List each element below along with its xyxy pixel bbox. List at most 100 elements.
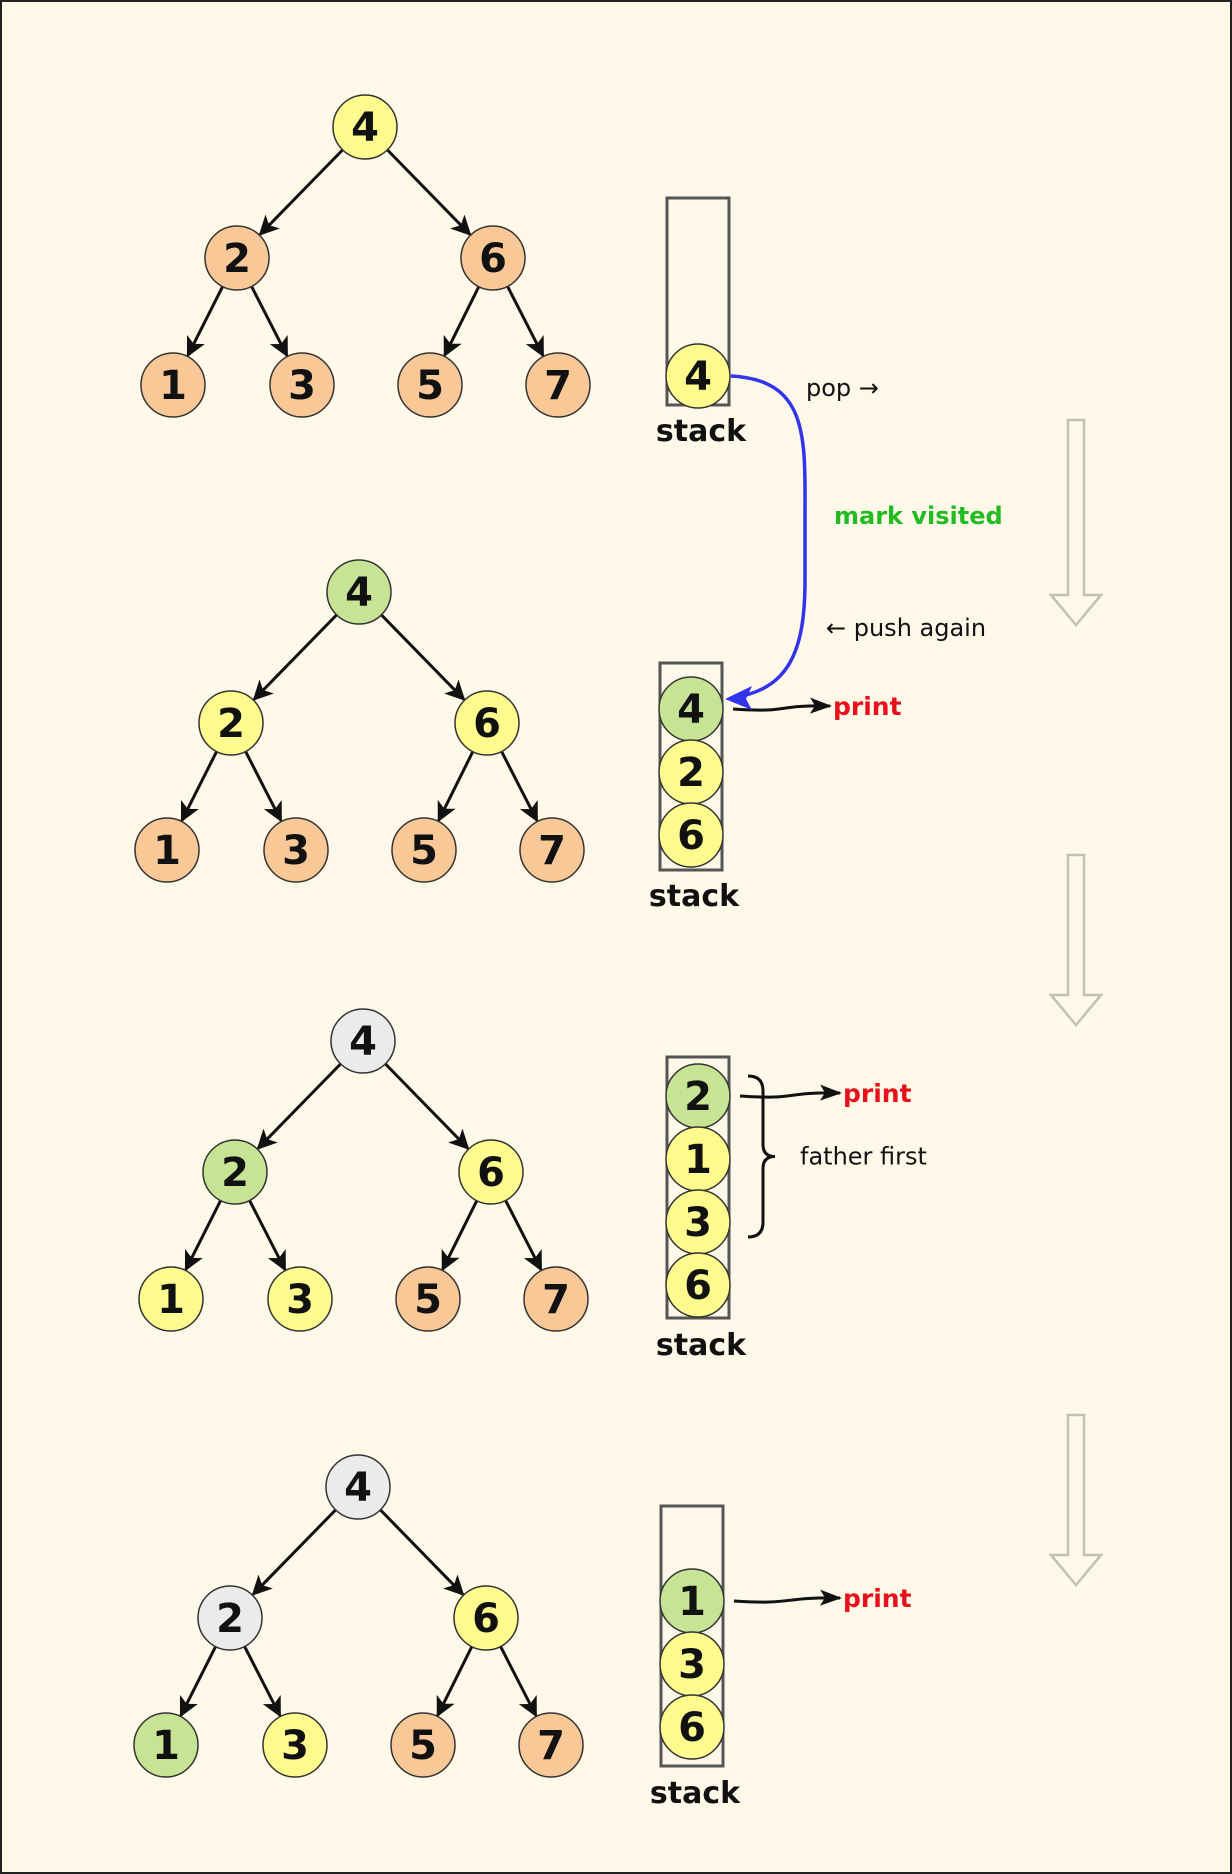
tree-node-5: 5 xyxy=(395,1266,461,1332)
node-label: 3 xyxy=(282,828,310,874)
node-circle xyxy=(204,225,270,291)
node-label: 6 xyxy=(479,236,507,282)
stack-item-circle xyxy=(658,802,724,868)
node-label: 4 xyxy=(351,105,379,151)
stack-item-label: 6 xyxy=(678,1705,706,1751)
node-label: 3 xyxy=(288,363,316,409)
node-circle xyxy=(197,1585,263,1651)
tree-node-4: 4 xyxy=(332,94,398,160)
node-circle xyxy=(267,1266,333,1332)
tree-edge-2-1 xyxy=(186,285,224,358)
father-first-label: father first xyxy=(800,1143,927,1171)
tree-edge-6-5 xyxy=(436,1646,474,1718)
tree-edge-4-6 xyxy=(380,613,466,701)
tree-edge-6-5 xyxy=(443,286,481,358)
node-label: 1 xyxy=(153,828,181,874)
tree-edge-6-7 xyxy=(499,1645,538,1718)
pop-push-again-arrow xyxy=(730,374,807,700)
tree-edge-2-3 xyxy=(244,750,283,823)
tree-edge-4-2 xyxy=(256,1062,342,1150)
next-step-arrow-icon xyxy=(1048,418,1104,627)
stack-caption: stack xyxy=(656,1328,747,1363)
node-circle xyxy=(519,817,585,883)
tree-node-1: 1 xyxy=(134,817,200,883)
tree-node-7: 7 xyxy=(519,817,585,883)
stack-item: 6 xyxy=(659,1694,725,1760)
print-label: print xyxy=(843,1079,912,1108)
tree-node-7: 7 xyxy=(518,1712,584,1778)
stack-caption: stack xyxy=(656,414,747,449)
stack-caption: stack xyxy=(650,1776,741,1811)
node-label: 6 xyxy=(477,1150,505,1196)
node-circle xyxy=(525,352,591,418)
node-circle xyxy=(458,1139,524,1205)
tree-edge-2-3 xyxy=(243,1645,282,1718)
stack-item-label: 3 xyxy=(684,1200,712,1246)
stack-item-label: 1 xyxy=(678,1579,706,1625)
node-circle xyxy=(395,1266,461,1332)
node-circle xyxy=(202,1139,268,1205)
node-circle xyxy=(263,817,329,883)
stack-item-label: 3 xyxy=(678,1642,706,1688)
stack-item-label: 1 xyxy=(684,1137,712,1183)
tree-node-6: 6 xyxy=(460,225,526,291)
print-arrow xyxy=(733,1589,842,1606)
node-circle xyxy=(332,94,398,160)
stack-item: 3 xyxy=(665,1189,731,1255)
tree-edge-6-7 xyxy=(504,1199,543,1272)
node-label: 2 xyxy=(221,1150,249,1196)
tree-node-2: 2 xyxy=(202,1139,268,1205)
blue-arrowhead xyxy=(725,686,752,710)
stack-item: 6 xyxy=(658,802,724,868)
stack-item: 2 xyxy=(665,1063,731,1129)
tree-node-6: 6 xyxy=(458,1139,524,1205)
tree-node-1: 1 xyxy=(133,1712,199,1778)
node-label: 5 xyxy=(409,1723,437,1769)
stack-item-label: 4 xyxy=(684,354,712,400)
tree-edge-4-6 xyxy=(386,148,472,236)
node-label: 3 xyxy=(286,1277,314,1323)
stack: 4 stack xyxy=(656,196,747,449)
node-label: 7 xyxy=(542,1277,570,1323)
print-label: print xyxy=(833,692,902,721)
tree-node-3: 3 xyxy=(262,1712,328,1778)
node-label: 6 xyxy=(472,1596,500,1642)
stack-item-circle xyxy=(659,1694,725,1760)
stack-item-label: 2 xyxy=(677,750,705,796)
node-circle xyxy=(269,352,335,418)
stack-item: 4 xyxy=(658,676,724,742)
next-step-arrow-icon xyxy=(1048,853,1104,1027)
tree-node-2: 2 xyxy=(198,690,264,756)
node-label: 2 xyxy=(223,236,251,282)
tree-node-2: 2 xyxy=(204,225,270,291)
stack-item-circle xyxy=(665,343,731,409)
tree-edge-2-1 xyxy=(179,1645,217,1718)
node-circle xyxy=(454,690,520,756)
tree-node-7: 7 xyxy=(523,1266,589,1332)
node-circle xyxy=(134,817,200,883)
tree-edge-4-2 xyxy=(251,1508,337,1596)
tree-node-7: 7 xyxy=(525,352,591,418)
tree-node-5: 5 xyxy=(397,352,463,418)
node-circle xyxy=(198,690,264,756)
node-circle xyxy=(523,1266,589,1332)
node-label: 4 xyxy=(345,570,373,616)
node-circle xyxy=(518,1712,584,1778)
tree-edge-4-2 xyxy=(258,148,344,236)
node-circle xyxy=(133,1712,199,1778)
node-label: 3 xyxy=(281,1723,309,1769)
print-label: print xyxy=(843,1584,912,1613)
node-circle xyxy=(397,352,463,418)
node-label: 5 xyxy=(410,828,438,874)
tree-edge-6-5 xyxy=(437,751,475,823)
tree-edge-6-5 xyxy=(441,1200,479,1272)
stack-item: 4 xyxy=(665,343,731,409)
